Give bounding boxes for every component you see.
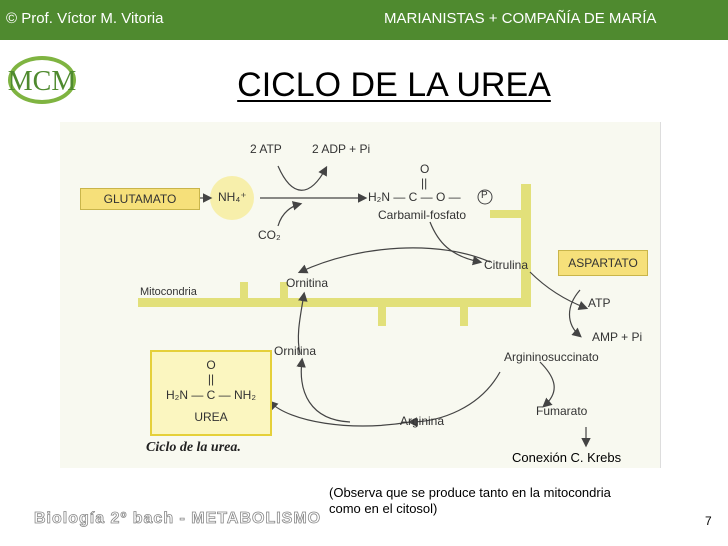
- krebs-connection-label: Conexión C. Krebs: [512, 450, 622, 465]
- diagram-graphics: [138, 165, 591, 448]
- mcm-logo: MCM: [6, 54, 78, 106]
- observation-note: (Observa que se produce tanto en la mito…: [329, 485, 611, 517]
- mitocondria-label: Mitocondria: [140, 286, 197, 298]
- arginina-label: Arginina: [400, 414, 445, 428]
- header-author: © Prof. Víctor M. Vitoria: [6, 10, 164, 27]
- phosphate-label: P: [481, 190, 488, 201]
- header-institution: MARIANISTAS + COMPAÑÍA DE MARÍA: [384, 10, 657, 27]
- logo-text: MCM: [8, 66, 77, 97]
- diagram-caption: Ciclo de la urea.: [146, 440, 241, 455]
- arrow-fumarato: [539, 361, 555, 408]
- carbamil-fosfato-label: Carbamil-fosfato: [378, 208, 467, 222]
- urea-oxygen: O: [206, 358, 216, 372]
- nh4-label: NH₄⁺: [218, 190, 247, 204]
- amp-label: AMP + Pi: [592, 330, 643, 344]
- glutamato-box: GLUTAMATO: [80, 188, 200, 210]
- mitochondria-membrane: [138, 184, 531, 326]
- footer-course: Biología 2º bach - METABOLISMO: [34, 510, 322, 528]
- urea-formula: H₂N — C — NH₂: [166, 388, 256, 402]
- arrow-atp-amp: [568, 289, 582, 338]
- fumarato-label: Fumarato: [536, 404, 588, 418]
- aspartato-box: ASPARTATO: [558, 250, 648, 276]
- arrow-arginina: [407, 371, 501, 427]
- citrulina-label: Citrulina: [484, 258, 529, 272]
- co2-label: CO₂: [258, 228, 281, 242]
- note-line-1: (Observa que se produce tanto en la mito…: [329, 485, 611, 500]
- urea-box: O || H₂N — C — NH₂ UREA: [150, 350, 272, 436]
- adp-output-label: 2 ADP + Pi: [312, 142, 371, 156]
- urea-double-bond: ||: [207, 372, 215, 386]
- urea-cycle-diagram: GLUTAMATO NH₄⁺ 2 ATP 2 ADP + Pi CO₂ O ||…: [60, 122, 661, 468]
- carbamil-formula: H₂N — C — O —: [368, 190, 461, 204]
- slide-title: CICLO DE LA UREA: [237, 66, 551, 104]
- header-bar: © Prof. Víctor M. Vitoria MARIANISTAS + …: [0, 0, 728, 40]
- arrow-ornitina-transport: [297, 291, 308, 355]
- carbamil-oxygen: O: [420, 162, 430, 176]
- carbamil-double-bond: ||: [421, 176, 428, 190]
- note-line-2: como en el citosol): [329, 501, 438, 516]
- arrow-co2: [277, 201, 303, 227]
- arrow-carbamil-citrulina: [429, 221, 483, 266]
- phosphate-circle: [477, 189, 493, 205]
- atp-input-label: 2 ATP: [250, 142, 282, 156]
- arrow-ornitina-citrulina: [297, 247, 491, 274]
- urea-name: UREA: [194, 410, 228, 424]
- arrow-arginina-urea: [268, 400, 411, 427]
- argininosuccinato-label: Argininosuccinato: [504, 350, 599, 364]
- arrow-atp-adp: [277, 165, 328, 191]
- arrow-urea-ornitina: [296, 357, 351, 423]
- atp-label: ATP: [588, 296, 611, 310]
- page-number: 7: [705, 514, 712, 528]
- ornitina-bottom-label: Ornitina: [274, 344, 317, 358]
- arrow-aspartato: [529, 271, 589, 310]
- ornitina-top-label: Ornitina: [286, 276, 329, 290]
- nh4-glow: [210, 176, 254, 220]
